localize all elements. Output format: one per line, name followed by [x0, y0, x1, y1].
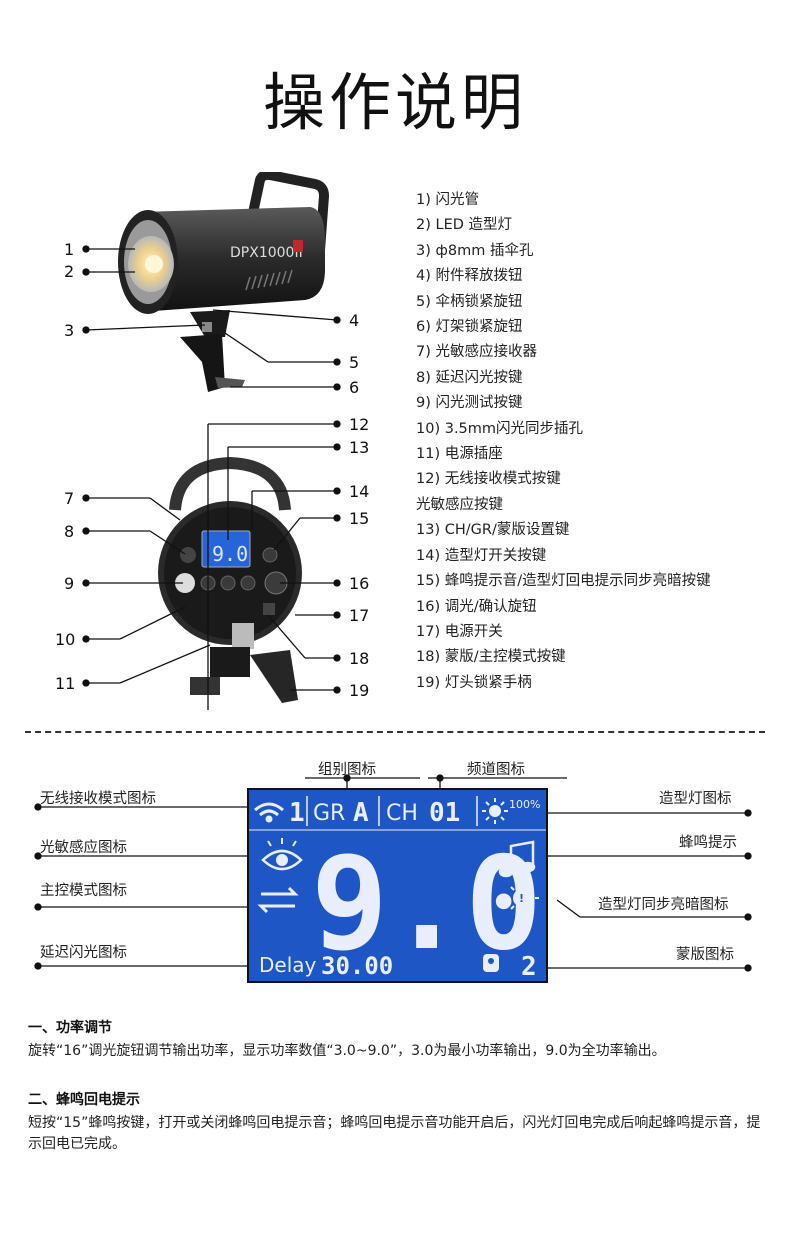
list-item: 4) 附件释放拨钮 — [416, 268, 523, 285]
callout-1: 1 — [64, 240, 75, 259]
lcd-gr-value: A — [353, 798, 369, 828]
callout-13: 13 — [349, 438, 370, 457]
flash-head-side-illustration: DPX1000II — [118, 172, 329, 392]
lcd-callout-lines — [34, 774, 752, 972]
callout-16: 16 — [349, 574, 370, 593]
lcd-group-num: 1 — [289, 798, 305, 828]
section-heading: 一、功率调节 — [28, 1020, 112, 1036]
callout-7: 7 — [64, 489, 75, 508]
label-wireless-icon: 无线接收模式图标 — [40, 791, 156, 807]
label-master-icon: 主控模式图标 — [40, 883, 127, 899]
music-note-icon — [498, 840, 536, 878]
callout-2: 2 — [64, 262, 75, 281]
parts-list: 1) 闪光管 2) LED 造型灯 3) ф8mm 插伞孔 4) 附件释放拨钮 … — [416, 188, 776, 696]
wifi-icon — [254, 802, 284, 823]
mask-icon — [483, 954, 499, 972]
list-item: 12) 无线接收模式按键 — [416, 471, 561, 488]
callout-6: 6 — [349, 378, 360, 397]
list-item: 9) 闪光测试按键 — [416, 395, 523, 412]
list-item: 1) 闪光管 — [416, 192, 479, 208]
section-divider — [25, 731, 765, 733]
callout-3: 3 — [64, 321, 75, 340]
list-item: 19) 灯头锁紧手柄 — [416, 674, 532, 691]
callout-19: 19 — [349, 681, 370, 700]
list-item: 6) 灯架锁紧旋钮 — [416, 319, 523, 336]
list-item: 18) 蒙版/主控模式按键 — [416, 649, 566, 666]
callout-5: 5 — [349, 353, 360, 372]
callout-14: 14 — [349, 482, 370, 501]
list-item: 17) 电源开关 — [416, 623, 503, 640]
callout-17: 17 — [349, 606, 370, 625]
list-item: 8) 延迟闪光按键 — [416, 369, 523, 386]
callout-10: 10 — [55, 630, 76, 649]
svg-text:!: ! — [519, 892, 524, 905]
label-modeling-sync-icon: 造型灯同步亮暗图标 — [598, 897, 729, 913]
label-beep: 蜂鸣提示 — [679, 835, 737, 851]
callout-18: 18 — [349, 649, 370, 668]
list-item: 14) 造型灯开关按键 — [416, 547, 547, 564]
lcd-ch-value: 01 — [429, 798, 460, 828]
callout-4: 4 — [349, 311, 360, 330]
sun-icon — [482, 798, 508, 824]
lcd-delay-label: Delay — [259, 953, 317, 977]
list-item: 2) LED 造型灯 — [416, 217, 513, 234]
section-heading: 二、蜂鸣回电提示 — [28, 1092, 140, 1108]
list-item: 11) 电源插座 — [416, 446, 503, 463]
lcd-mask-value: 2 — [521, 952, 537, 981]
list-item: 13) CH/GR/蒙版设置键 — [416, 522, 570, 539]
lcd-power-value: 9.0 — [311, 830, 542, 979]
page-title: 操作说明 — [262, 66, 527, 139]
master-mode-icon — [257, 886, 299, 914]
eye-icon — [261, 838, 303, 871]
list-item: 15) 蜂鸣提示音/造型灯回电提示同步亮暗按键 — [416, 573, 711, 590]
lcd-ch-label: CH — [386, 801, 418, 826]
flash-head-back-illustration: 9.0 — [158, 456, 302, 703]
modeling-sync-icon: ! — [505, 882, 539, 910]
lcd-gr-label: GR — [313, 801, 345, 826]
callout-11: 11 — [55, 674, 76, 693]
lcd-modeling-pct: 100% — [509, 798, 540, 811]
list-item: 3) ф8mm 插伞孔 — [416, 242, 534, 259]
label-photocell-icon: 光敏感应图标 — [40, 840, 127, 856]
back-callout-lines — [82, 420, 341, 710]
callout-12: 12 — [349, 415, 370, 434]
list-item: 10) 3.5mm闪光同步插孔 — [416, 420, 584, 437]
section-body: 短按“15”蜂鸣按键，打开或关闭蜂鸣回电提示音；蜂鸣回电提示音功能开启后，闪光灯… — [28, 1115, 761, 1152]
label-delay-icon: 延迟闪光图标 — [40, 945, 127, 961]
callout-15: 15 — [349, 509, 370, 528]
list-item: 16) 调光/确认旋钮 — [416, 598, 537, 615]
list-item: 光敏感应按键 — [416, 496, 503, 513]
label-modeling-icon: 造型灯图标 — [659, 791, 732, 807]
list-item: 5) 伞柄锁紧旋钮 — [416, 293, 523, 310]
callout-9: 9 — [64, 574, 75, 593]
lcd-delay-value: 30.00 — [321, 952, 393, 980]
top-callout-lines — [82, 245, 341, 391]
section-body: 旋转“16”调光旋钮调节输出功率，显示功率数值“3.0~9.0”，3.0为最小功… — [28, 1043, 666, 1059]
list-item: 7) 光敏感应接收器 — [416, 344, 537, 361]
label-channel-icon: 频道图标 — [467, 762, 525, 778]
lcd-display: 1 GR A CH 01 100% 9.0 — [247, 788, 548, 983]
label-group-icon: 组别图标 — [318, 762, 376, 778]
svg-text:9.0: 9.0 — [212, 542, 248, 566]
callout-8: 8 — [64, 522, 75, 541]
label-mask-icon: 蒙版图标 — [676, 947, 734, 963]
product-label: DPX1000II — [230, 245, 303, 261]
